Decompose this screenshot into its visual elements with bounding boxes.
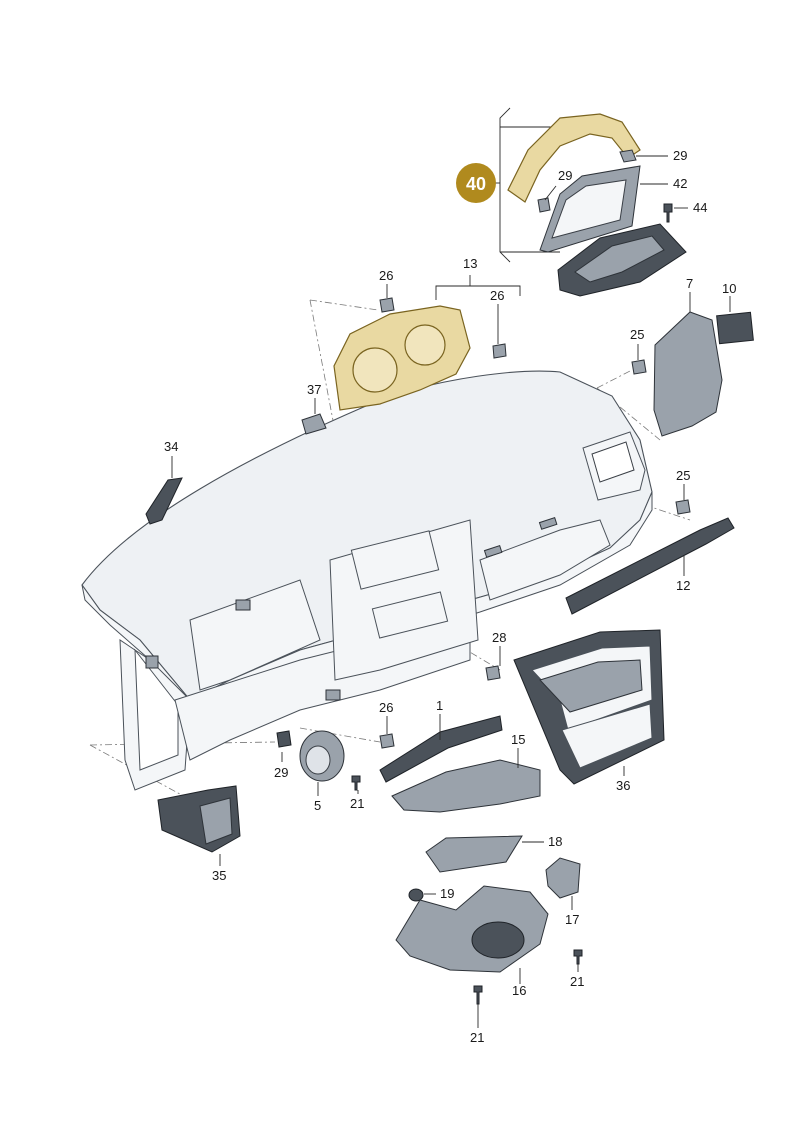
- callout-28[interactable]: 28: [492, 630, 506, 645]
- center-vent-group: [485, 629, 665, 785]
- clip-part-25-lower[interactable]: [675, 499, 691, 515]
- clip-part-29-small[interactable]: [276, 730, 292, 748]
- callout-36[interactable]: 36: [616, 778, 630, 793]
- clip-part-29-top[interactable]: [619, 149, 637, 163]
- ignition-ring-part-5[interactable]: [299, 730, 345, 782]
- callout-26[interactable]: 26: [379, 268, 393, 283]
- side-trim-part-7[interactable]: [653, 311, 723, 437]
- callout-42[interactable]: 42: [673, 176, 687, 191]
- callout-1[interactable]: 1: [436, 698, 443, 713]
- left-small-parts: [145, 413, 327, 525]
- callout-21[interactable]: 21: [350, 796, 364, 811]
- callout-29[interactable]: 29: [274, 765, 288, 780]
- callout-19[interactable]: 19: [440, 886, 454, 901]
- switch-part-37[interactable]: [301, 413, 327, 435]
- leader-lines: [171, 155, 731, 1028]
- clip-part-19[interactable]: [408, 888, 424, 902]
- callout-21[interactable]: 21: [470, 1030, 484, 1045]
- callout-26[interactable]: 26: [490, 288, 504, 303]
- callout-12[interactable]: 12: [676, 578, 690, 593]
- callout-34[interactable]: 34: [164, 439, 178, 454]
- callout-18[interactable]: 18: [548, 834, 562, 849]
- clip-part-26-lower[interactable]: [379, 733, 395, 749]
- callout-13[interactable]: 13: [463, 256, 477, 271]
- switch-part-10[interactable]: [716, 311, 754, 345]
- badge-circle: [456, 163, 496, 203]
- clip-part-26-right[interactable]: [492, 343, 507, 359]
- steering-cowl-part-15[interactable]: [391, 759, 541, 813]
- trim-strip-group: [565, 499, 735, 615]
- callout-badge-40[interactable]: 40: [456, 163, 496, 203]
- instrument-cluster-group: [333, 275, 521, 411]
- screw-part-21-c[interactable]: [473, 985, 483, 1005]
- trim-strip-part-12[interactable]: [565, 517, 735, 615]
- clip-part-26-left[interactable]: [379, 297, 395, 313]
- clip-part-28[interactable]: [485, 665, 501, 681]
- callout-15[interactable]: 15: [511, 732, 525, 747]
- callout-7[interactable]: 7: [686, 276, 693, 291]
- callout-26[interactable]: 26: [379, 700, 393, 715]
- clip-part-29-lower[interactable]: [537, 197, 551, 213]
- callout-29[interactable]: 29: [673, 148, 687, 163]
- callout-29[interactable]: 29: [558, 168, 572, 183]
- lower-panel-part-18[interactable]: [425, 835, 523, 873]
- lower-parts-group: [157, 715, 583, 1005]
- screw-part-44[interactable]: [663, 203, 673, 223]
- callout-17[interactable]: 17: [565, 912, 579, 927]
- screw-part-21-a[interactable]: [351, 775, 361, 791]
- callout-35[interactable]: 35: [212, 868, 226, 883]
- callout-10[interactable]: 10: [722, 281, 736, 296]
- callout-37[interactable]: 37: [307, 382, 321, 397]
- instrument-display-group: [492, 107, 687, 297]
- callout-25[interactable]: 25: [676, 468, 690, 483]
- callout-44[interactable]: 44: [693, 200, 707, 215]
- callout-5[interactable]: 5: [314, 798, 321, 813]
- clip-part-25-upper[interactable]: [631, 359, 647, 375]
- vent-part-35[interactable]: [157, 785, 241, 853]
- screw-part-21-b[interactable]: [573, 949, 583, 965]
- callout-25[interactable]: 25: [630, 327, 644, 342]
- side-vent-part-34[interactable]: [145, 477, 183, 525]
- dashboard-carrier: [81, 370, 653, 791]
- badge-label-40: 40: [466, 174, 486, 194]
- callout-labels: 29 42 29 44 13 26 26 7 10 25 37 34 25 12…: [164, 148, 736, 1045]
- callout-21[interactable]: 21: [570, 974, 584, 989]
- callout-16[interactable]: 16: [512, 983, 526, 998]
- side-panel-group: [631, 311, 754, 437]
- bracket-part-17[interactable]: [545, 857, 581, 899]
